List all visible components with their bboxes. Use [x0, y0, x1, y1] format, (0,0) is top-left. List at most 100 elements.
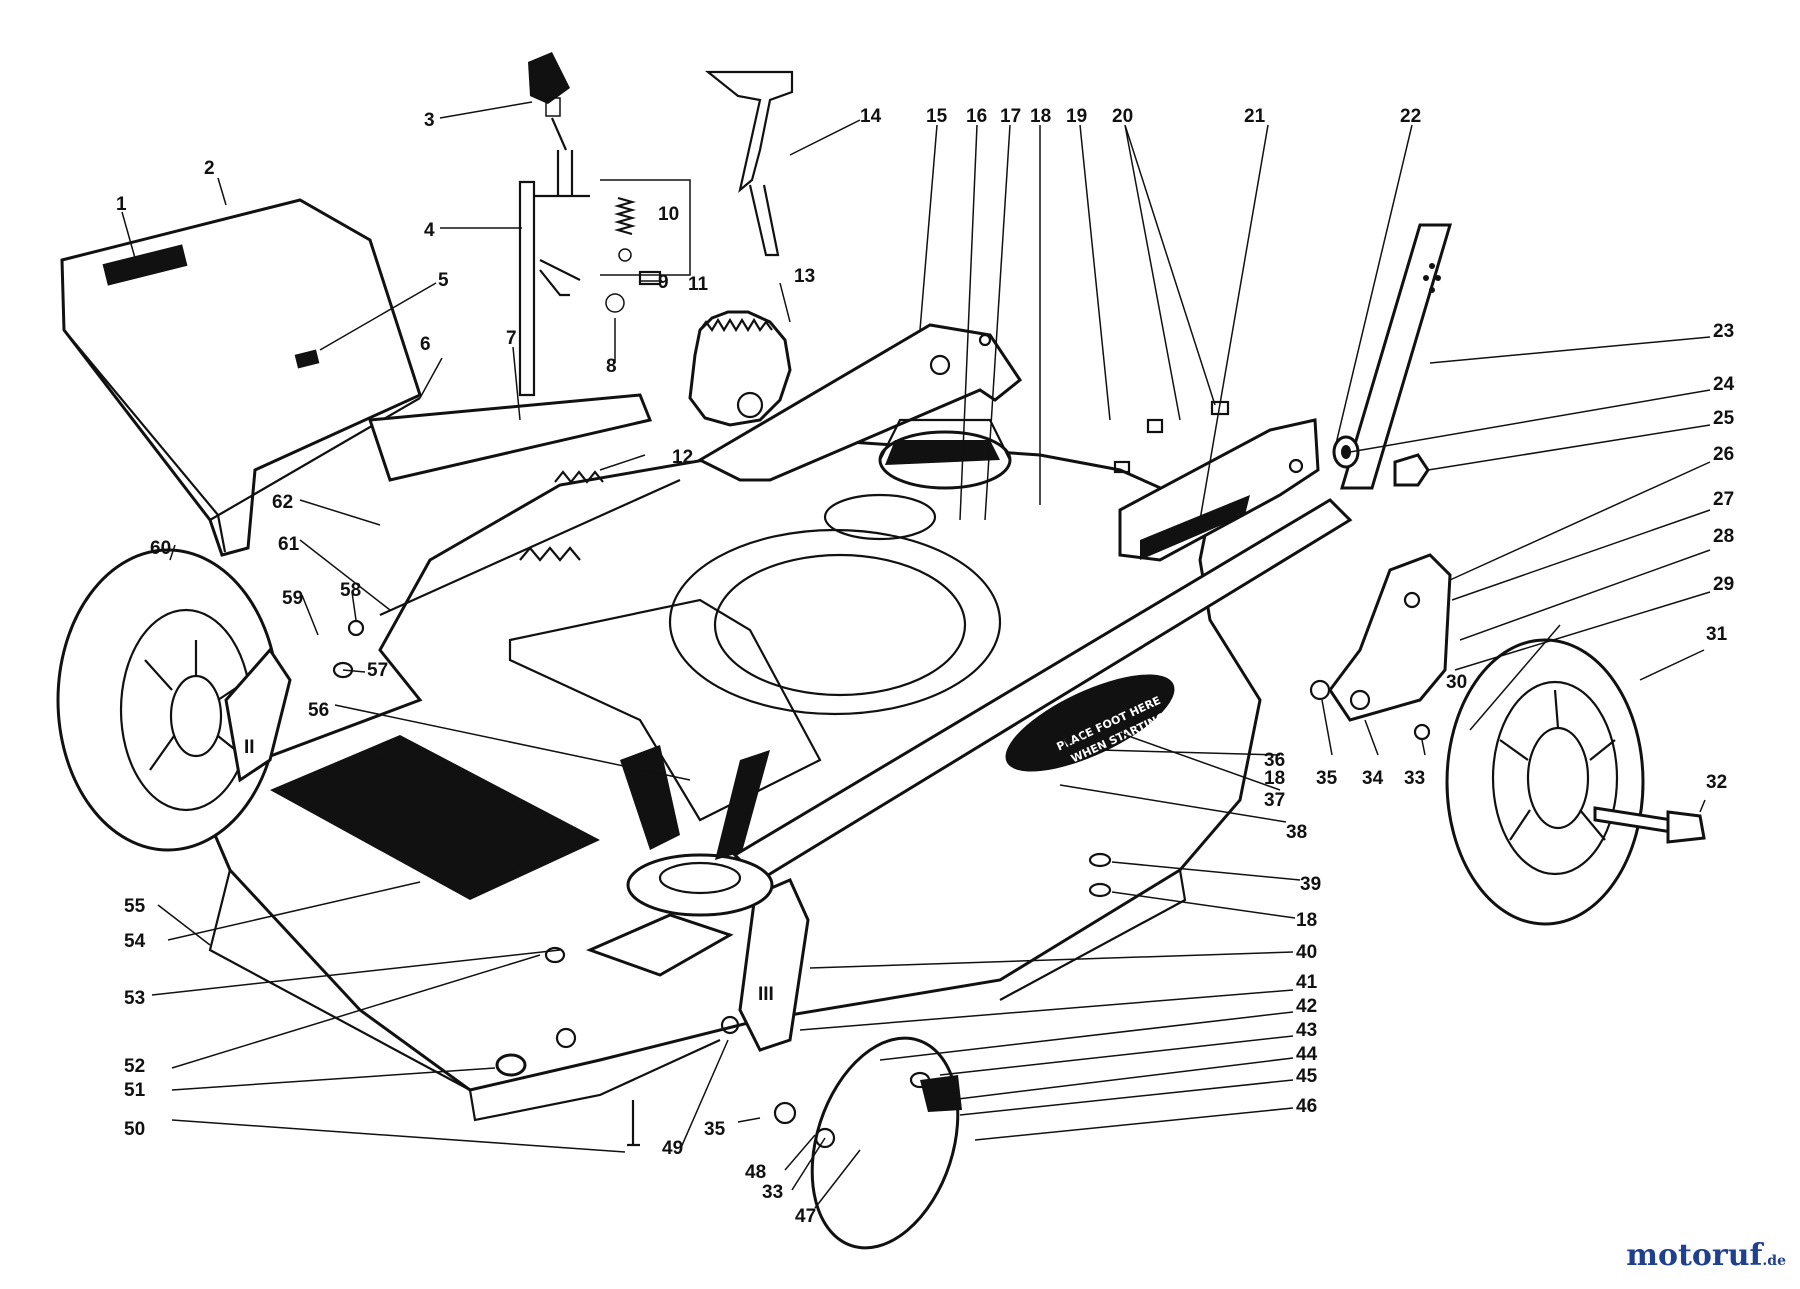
watermark-logo: motoruf.de [1626, 1238, 1786, 1273]
callout-label: 20 [1112, 106, 1133, 127]
callout-label: 23 [1713, 321, 1734, 342]
callout-label: 17 [1000, 106, 1021, 127]
watermark-name: motoruf [1626, 1238, 1763, 1273]
callout-label: 51 [124, 1080, 146, 1101]
callout-label: 48 [745, 1162, 766, 1183]
callout-label: 61 [278, 534, 300, 555]
callout-label: 12 [672, 447, 693, 468]
callout-label: 55 [124, 896, 146, 917]
callout-label: 8 [606, 356, 617, 377]
callout-label: 22 [1400, 106, 1421, 127]
nut-part-25 [1393, 453, 1430, 487]
callout-label: 45 [1296, 1066, 1318, 1087]
bolt-part-50 [627, 1100, 640, 1147]
callout-label: 33 [762, 1182, 783, 1203]
callout-label: 49 [662, 1138, 683, 1159]
ratchet-gear-part [688, 310, 792, 427]
mower-deck-part [198, 438, 1262, 1122]
callout-label: 15 [926, 106, 948, 127]
callout-label: 4 [424, 220, 435, 241]
callout-label: 11 [688, 274, 709, 295]
callout-label: 50 [124, 1119, 145, 1140]
callout-label: 44 [1296, 1044, 1318, 1065]
callout-label: 31 [1706, 624, 1728, 645]
nut-part-35b [773, 1101, 797, 1125]
callout-label: 53 [124, 988, 145, 1009]
callout-label: 52 [124, 1056, 145, 1077]
callout-label: 30 [1446, 672, 1467, 693]
callout-label: 26 [1713, 444, 1734, 465]
callout-label: 19 [1066, 106, 1087, 127]
callout-label: 13 [794, 266, 815, 287]
callout-label: 18 [1030, 106, 1051, 127]
callout-label: 9 [658, 272, 669, 293]
nut-part-35 [1309, 679, 1331, 701]
callout-label: 47 [795, 1206, 816, 1227]
callout-label: 35 [704, 1119, 726, 1140]
callout-label: 41 [1296, 972, 1318, 993]
callout-label: 37 [1264, 790, 1285, 811]
callout-label: 32 [1706, 772, 1727, 793]
front-wheel-part [810, 1036, 962, 1250]
callout-label: 2 [204, 158, 215, 179]
callout-label: 27 [1713, 489, 1734, 510]
callout-label: 28 [1713, 526, 1734, 547]
axle-bolt-part [1593, 806, 1706, 844]
callout-label: 29 [1713, 574, 1734, 595]
rear-cover-label-plate [102, 244, 188, 286]
callout-leader-lines [121, 101, 1711, 1209]
callout-label: 14 [860, 106, 882, 127]
callout-label: 57 [367, 660, 388, 681]
rear-cover-part [60, 198, 422, 557]
callout-label: 38 [1286, 822, 1307, 843]
callout-label: 10 [658, 204, 679, 225]
callout-label: 33 [1404, 768, 1425, 789]
callout-label: 43 [1296, 1020, 1317, 1041]
blade-pulley-part [585, 745, 774, 977]
rear-bracket-part [696, 323, 1023, 482]
callout-label: 42 [1296, 996, 1317, 1017]
callout-label: 1 [116, 194, 127, 215]
linkage-rod-part [367, 393, 681, 617]
callout-label: 21 [1244, 106, 1266, 127]
cap-part-51 [495, 1053, 527, 1077]
spring-part [613, 196, 637, 262]
callout-label: 39 [1300, 874, 1321, 895]
left-axle-mark: II [244, 737, 255, 758]
right-axle-mark: III [758, 984, 774, 1005]
callout-label: 54 [124, 931, 146, 952]
callout-label: 25 [1713, 408, 1735, 429]
callout-label: 56 [308, 700, 329, 721]
foot-pad-part [270, 735, 600, 900]
callout-label: 59 [282, 588, 303, 609]
height-adjust-lever-part [518, 52, 625, 397]
washer-part-57 [332, 661, 354, 679]
watermark-tld: .de [1762, 1253, 1786, 1269]
side-plate-part [1328, 553, 1452, 722]
nut-part-39 [1088, 852, 1112, 868]
callout-label: 34 [1362, 768, 1384, 789]
rear-cover-clip [294, 349, 320, 369]
callout-label: 40 [1296, 942, 1317, 963]
callout-label: 6 [420, 334, 431, 355]
callout-label: 60 [150, 538, 171, 559]
bolt-part-11 [638, 270, 662, 286]
callout-label: 16 [966, 106, 987, 127]
washer-part [605, 293, 625, 313]
right-axle-plate-part: III [738, 878, 810, 1052]
callout-label: 7 [506, 328, 517, 349]
callout-label: 58 [340, 580, 361, 601]
right-wheel-part [1445, 638, 1645, 926]
upright-arm-part [1339, 223, 1453, 490]
callout-label: 62 [272, 492, 293, 513]
engine-drum-part [878, 418, 1012, 490]
callout-label: 5 [438, 270, 449, 291]
callout-label: 18 [1264, 768, 1285, 789]
callout-label: 35 [1316, 768, 1338, 789]
callout-label: 36 [1264, 750, 1285, 771]
callout-labels: 1 2 3 4 5 6 7 8 9 10 11 12 13 14 15 16 1… [116, 106, 1735, 1227]
fasteners-part [332, 270, 1431, 1149]
lever-knob [528, 52, 570, 104]
